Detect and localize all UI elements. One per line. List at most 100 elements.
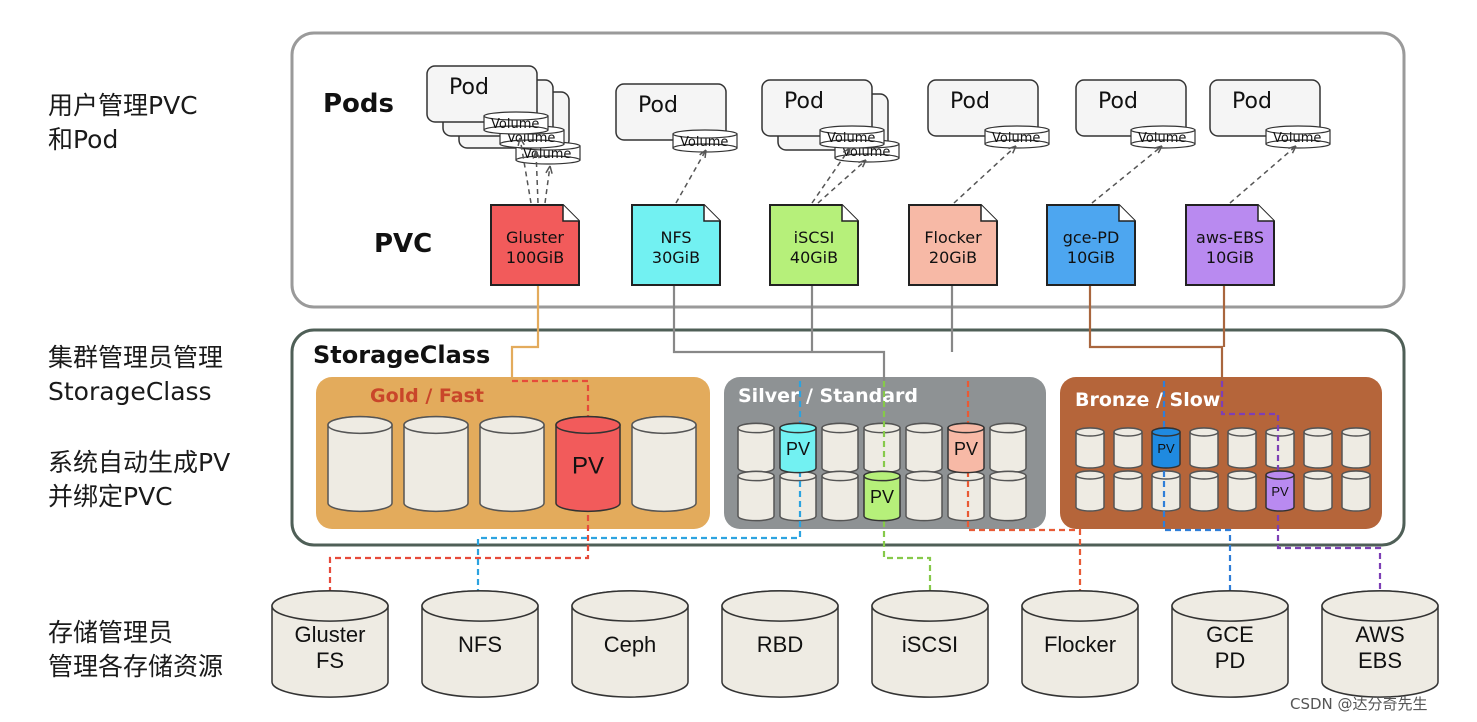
dash-gluster-pv xyxy=(328,379,590,598)
backend-rbd: RBD xyxy=(721,590,839,698)
pvc-name: gce-PD xyxy=(1063,228,1120,247)
pvc-size: 30GiB xyxy=(652,248,700,267)
volume-label: Volume xyxy=(992,131,1040,146)
gold-disk-2 xyxy=(403,415,469,513)
pvc-name: Gluster xyxy=(506,228,564,247)
arrow-iscsi-1 xyxy=(811,147,851,204)
watermark: CSDN @达分奇先生 xyxy=(1290,695,1428,713)
arrow-nfs xyxy=(675,149,707,204)
volume-gluster-1: Volume xyxy=(483,111,549,135)
gold-disk-5 xyxy=(631,415,697,513)
backend-label: RBD xyxy=(757,632,803,657)
label-user-manages-pvc-pod-line2: 和Pod xyxy=(48,125,118,154)
silver-disk-2-7 xyxy=(989,470,1027,522)
pv-awsebs: PV xyxy=(1265,470,1295,512)
volume-label: Volume xyxy=(1273,131,1321,146)
silver-disk-2-5 xyxy=(905,470,943,522)
backend-flocker: Flocker xyxy=(1021,590,1139,698)
silver-disk-1-1 xyxy=(737,422,775,474)
pvc-name: aws-EBS xyxy=(1196,228,1264,247)
arrow-gluster-1-head xyxy=(517,137,525,146)
bronze-disk-2-1 xyxy=(1075,470,1105,512)
pv-gcepd: PV xyxy=(1151,427,1181,469)
volume-gcepd: Volume xyxy=(1130,125,1196,149)
pvc-size: 10GiB xyxy=(1206,248,1254,267)
pod-label: Pod xyxy=(950,89,990,114)
label-auto-generate-pv-line2: 并绑定PVC xyxy=(48,482,173,511)
bronze-disk-1-1 xyxy=(1075,427,1105,469)
label-auto-generate-pv: 系统自动生成PV xyxy=(48,448,230,477)
arrow-gluster-1 xyxy=(519,137,532,204)
volume-label: Volume xyxy=(1138,131,1186,146)
silver-disk-2-1 xyxy=(737,470,775,522)
silver-disk-1-5 xyxy=(905,422,943,474)
gold-disk-1 xyxy=(327,415,393,513)
pvc-size: 40GiB xyxy=(790,248,838,267)
class-gold-label: Gold / Fast xyxy=(370,385,484,407)
arrow-awsebs-head xyxy=(1288,145,1297,154)
pvc-size: 10GiB xyxy=(1067,248,1115,267)
volume-flocker: Volume xyxy=(984,125,1050,149)
bronze-disk-1-4 xyxy=(1189,427,1219,469)
backend-label: PD xyxy=(1215,648,1246,673)
pod-label: Pod xyxy=(1098,89,1138,114)
pv-label: PV xyxy=(954,439,978,459)
pv-label: PV xyxy=(1157,441,1175,456)
arrow-nfs-head xyxy=(699,149,707,159)
pod-label: Pod xyxy=(1232,89,1272,114)
volume-nfs: Volume xyxy=(672,129,738,153)
arrow-gcepd xyxy=(1091,145,1163,204)
silver-disk-2-6 xyxy=(947,470,985,522)
pod-label: Pod xyxy=(784,89,824,114)
pod-nfs: Pod xyxy=(615,83,727,141)
backend-nfs: NFS xyxy=(421,590,539,698)
pod-gluster-1: Pod xyxy=(426,65,538,123)
label-user-manages-pvc-pod: 用户管理PVC xyxy=(48,91,198,120)
pvc-size: 100GiB xyxy=(506,248,564,267)
pod-label: Pod xyxy=(638,93,678,118)
arrow-gluster-2-head xyxy=(532,150,541,159)
backend-label: Ceph xyxy=(604,632,657,657)
bronze-disk-2-3 xyxy=(1151,470,1181,512)
volume-label: Volume xyxy=(491,117,539,132)
pod-iscsi-1: Pod xyxy=(761,79,873,137)
backend-label: AWS xyxy=(1355,622,1404,647)
bronze-disk-2-4 xyxy=(1189,470,1219,512)
backend-label: FS xyxy=(316,648,344,673)
pv-flocker: PV xyxy=(947,422,985,474)
pv-label: PV xyxy=(1271,484,1289,499)
arrow-awsebs xyxy=(1229,145,1297,204)
backend-iscsi: iSCSI xyxy=(871,590,989,698)
backend-label: EBS xyxy=(1358,648,1402,673)
label-admin-manages-storageclass-line2: StorageClass xyxy=(48,377,212,406)
bronze-disk-1-2 xyxy=(1113,427,1143,469)
volume-label: Volume xyxy=(842,145,890,160)
silver-disk-2-3 xyxy=(821,470,859,522)
bronze-disk-2-8 xyxy=(1341,470,1371,512)
bronze-disk-1-7 xyxy=(1303,427,1333,469)
class-bronze-label: Bronze / Slow xyxy=(1075,389,1220,411)
storageclass-heading: StorageClass xyxy=(313,341,490,369)
pvc-name: iSCSI xyxy=(794,228,835,247)
line-nfs-to-silver xyxy=(672,286,886,381)
pvc-heading: PVC xyxy=(374,229,432,259)
pv-label: PV xyxy=(870,487,894,507)
backend-label: iSCSI xyxy=(902,632,958,657)
arrow-gluster-3-head xyxy=(545,165,553,174)
dash-iscsi-pv xyxy=(882,381,932,598)
bronze-disk-1-6 xyxy=(1265,427,1295,469)
backend-label: GCE xyxy=(1206,622,1254,647)
pv-label: PV xyxy=(572,453,604,480)
volume-label: Volume xyxy=(523,147,571,162)
silver-disk-2-2 xyxy=(779,470,817,522)
pvc-name: Flocker xyxy=(924,228,982,247)
